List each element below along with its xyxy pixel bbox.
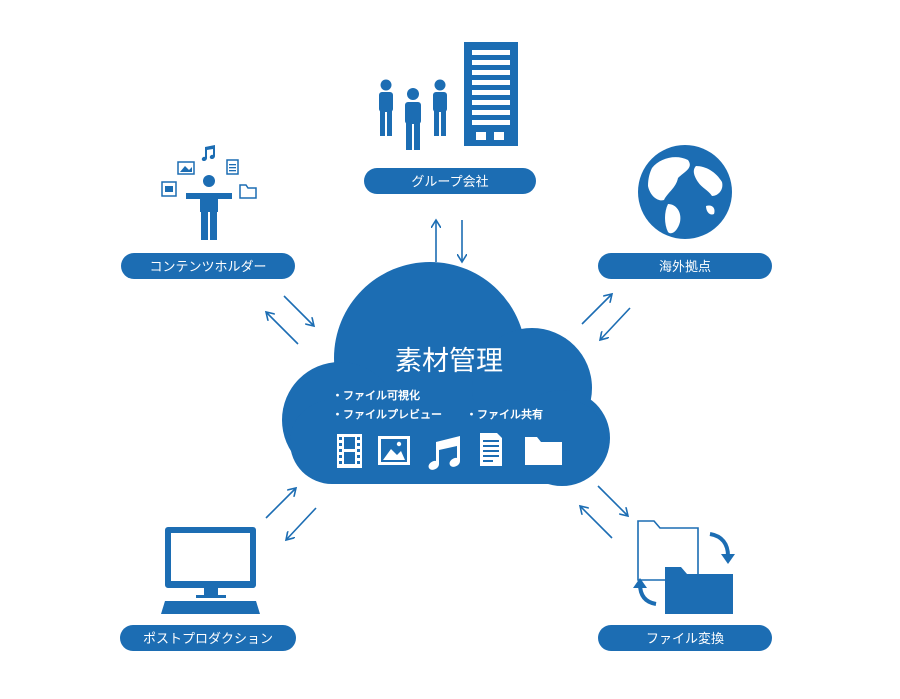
file-conversion-pill	[598, 625, 772, 651]
people-building-icon	[379, 42, 518, 150]
folder-icon	[525, 437, 562, 465]
arrows-group-cloud	[436, 220, 462, 262]
node-group-company: グループ会社	[364, 42, 536, 194]
content-holder-label: コンテンツホルダー	[149, 260, 266, 275]
person-with-media-icon	[161, 145, 257, 240]
feature-visualize: ・ファイル可視化	[332, 388, 420, 402]
node-post-production: ポストプロダクション	[120, 527, 296, 651]
arrows-post-cloud	[265, 488, 317, 540]
post-production-pill	[120, 625, 296, 651]
globe-icon	[638, 145, 732, 239]
document-icon	[480, 433, 502, 466]
content-holder-pill	[121, 253, 295, 279]
group-pill	[364, 168, 536, 194]
overseas-label: 海外拠点	[659, 260, 711, 275]
arrows-content-cloud	[266, 295, 314, 345]
music-note-icon	[428, 436, 460, 470]
computer-icon	[161, 527, 260, 614]
feature-preview: ・ファイルプレビュー	[332, 407, 442, 421]
file-conversion-label: ファイル変換	[646, 631, 724, 647]
arrows-conversion-cloud	[580, 485, 628, 539]
node-content-holder: コンテンツホルダー	[121, 145, 295, 279]
feature-share: ・ファイル共有	[466, 407, 543, 421]
cloud-title: 素材管理	[395, 346, 503, 377]
group-label: グループ会社	[411, 174, 488, 190]
node-file-conversion: ファイル変換	[598, 520, 772, 651]
image-icon	[378, 436, 410, 465]
folder-convert-icon	[633, 520, 735, 614]
arrows-overseas-cloud	[581, 294, 631, 340]
film-icon	[337, 434, 362, 468]
overseas-pill	[598, 253, 772, 279]
cloud-asset-management: 素材管理 ・ファイル可視化 ・ファイルプレビュー ・ファイル共有	[282, 262, 610, 486]
post-production-label: ポストプロダクション	[143, 632, 273, 647]
node-overseas: 海外拠点	[598, 145, 772, 279]
